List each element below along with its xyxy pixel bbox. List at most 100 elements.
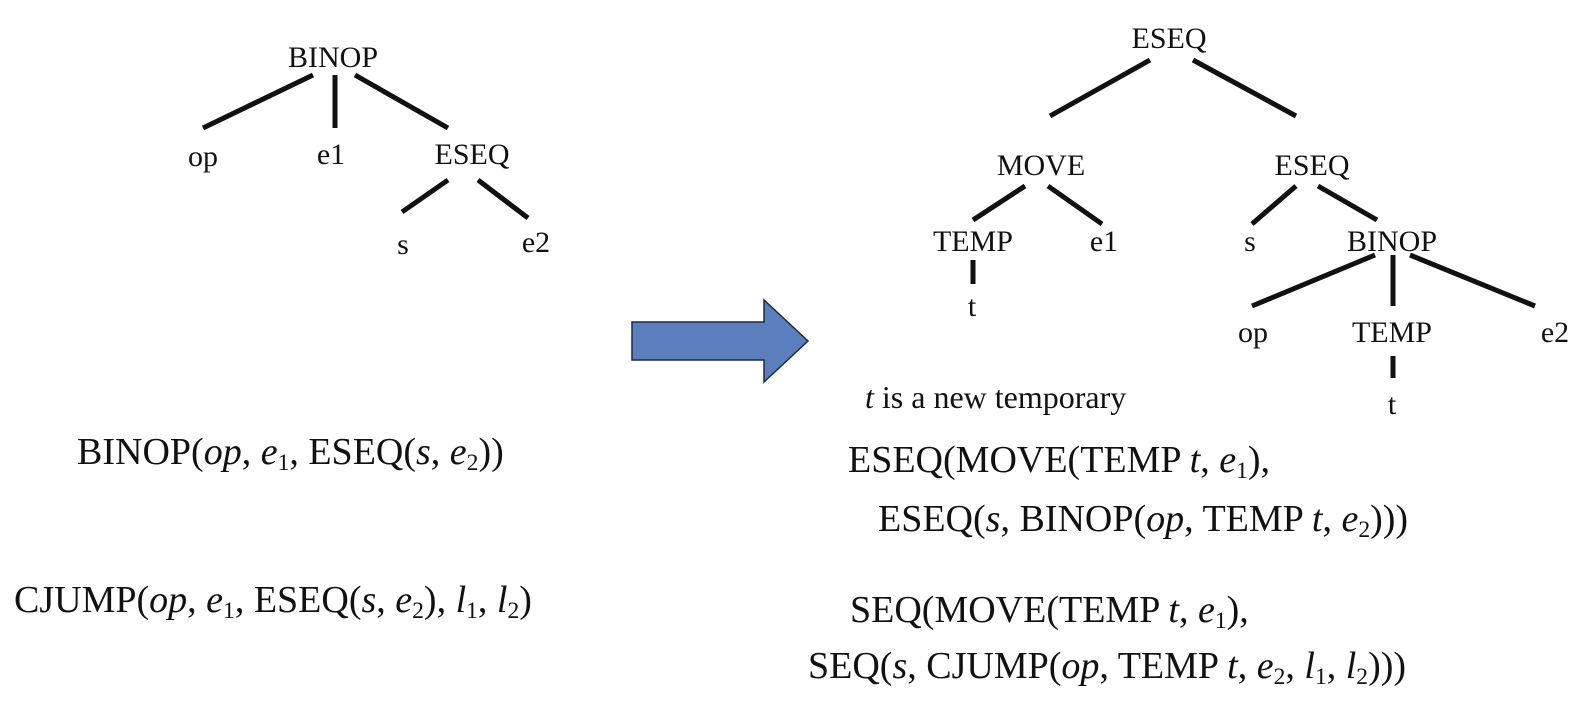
fx-s: s bbox=[985, 498, 1001, 540]
edge-eseq-eseq bbox=[1191, 57, 1298, 119]
formula-seq-line1: SEQ(MOVE(TEMP t, e1), bbox=[850, 588, 1249, 634]
fx-s: s bbox=[416, 431, 431, 473]
right-node-temp2: TEMP bbox=[1352, 316, 1432, 349]
formula-cjump: CJUMP(op, e1, ESEQ(s, e2), l1, l2) bbox=[14, 578, 532, 624]
right-node-eseq: ESEQ bbox=[1275, 149, 1350, 182]
note-var: t bbox=[865, 379, 874, 415]
formula-eseq-line1: ESEQ(MOVE(TEMP t, e1), bbox=[848, 438, 1271, 484]
fx-sep: , bbox=[1322, 498, 1342, 540]
fx-sep: , bbox=[477, 579, 497, 621]
fx-t: t bbox=[1189, 439, 1201, 481]
fx-sub: 1 bbox=[1314, 663, 1327, 690]
left-node-s: s bbox=[397, 228, 409, 261]
right-node-eseq-root: ESEQ bbox=[1132, 22, 1207, 55]
fx-sep: , bbox=[376, 579, 396, 621]
fx-s: s bbox=[361, 579, 377, 621]
left-node-e1: e1 bbox=[317, 138, 345, 171]
fx-tail: ))) bbox=[1368, 645, 1407, 687]
fx-e: e bbox=[260, 431, 278, 473]
formula-seq-line2: SEQ(s, CJUMP(op, TEMP t, e2, l1, l2))) bbox=[808, 644, 1407, 690]
fx-mid: , BINOP( bbox=[1000, 498, 1147, 540]
fx-tail: )) bbox=[478, 431, 504, 473]
fx-mid: , ESEQ( bbox=[289, 431, 416, 473]
edge-eseq-s bbox=[1250, 184, 1298, 226]
right-node-e1: e1 bbox=[1090, 225, 1118, 258]
fx-sub: 1 bbox=[1236, 457, 1248, 484]
fx-sub: 2 bbox=[1356, 663, 1369, 690]
fx-tail: ))) bbox=[1370, 498, 1409, 540]
edge-eseq-move bbox=[1048, 57, 1152, 119]
fx-t: t bbox=[1311, 498, 1323, 540]
fx-sub: 1 bbox=[1214, 607, 1227, 634]
formula-eseq-line2: ESEQ(s, BINOP(op, TEMP t, e2))) bbox=[878, 497, 1409, 543]
right-node-binop: BINOP bbox=[1347, 225, 1437, 258]
fx-tail: ), bbox=[1247, 439, 1271, 481]
fx-sub: 1 bbox=[466, 597, 478, 624]
right-tree-nodes: ESEQ MOVE ESEQ TEMP e1 s BINOP t op TEMP… bbox=[933, 22, 1569, 421]
right-node-e2: e2 bbox=[1541, 316, 1569, 349]
fx-op: op bbox=[1061, 645, 1100, 687]
fx-e: e bbox=[1256, 645, 1274, 687]
fx-sep: , bbox=[1237, 645, 1257, 687]
fx-sub: 2 bbox=[1358, 516, 1371, 543]
right-node-t2: t bbox=[1388, 388, 1397, 421]
note-text: is a new temporary bbox=[873, 379, 1127, 415]
right-tree-edges bbox=[970, 57, 1536, 378]
edge-binop-e2 bbox=[1409, 252, 1536, 309]
edge-eseq-e2 bbox=[476, 178, 530, 220]
fx-head: CJUMP( bbox=[14, 579, 150, 621]
fx-sep: , bbox=[1178, 589, 1198, 631]
fx-op: op bbox=[203, 431, 242, 473]
left-node-eseq: ESEQ bbox=[435, 138, 510, 171]
edge-move-temp bbox=[971, 183, 1027, 223]
fx-sep: , bbox=[241, 431, 261, 473]
formula-binop: BINOP(op, e1, ESEQ(s, e2)) bbox=[77, 430, 504, 476]
fx-mid: , CJUMP( bbox=[907, 645, 1062, 687]
fx-t: t bbox=[1227, 645, 1238, 687]
edge-binop-eseq bbox=[353, 72, 450, 131]
fx-e: e bbox=[1219, 439, 1237, 481]
fx-head: ESEQ(MOVE(TEMP bbox=[848, 439, 1190, 481]
fx-sep: , bbox=[1326, 645, 1346, 687]
fx-sub: 2 bbox=[412, 597, 424, 624]
fx-t: t bbox=[1168, 589, 1179, 631]
fx-sub: 1 bbox=[277, 449, 290, 476]
left-tree-edges bbox=[201, 72, 530, 220]
fx-e: e bbox=[395, 579, 413, 621]
right-node-t: t bbox=[968, 290, 977, 323]
fx-op: op bbox=[149, 579, 188, 621]
fx-sub: 2 bbox=[466, 449, 479, 476]
left-node-op: op bbox=[188, 140, 218, 173]
temporary-note: t is a new temporary bbox=[865, 379, 1126, 416]
transform-arrow bbox=[631, 298, 810, 384]
fx-sep: ), bbox=[423, 579, 456, 621]
fx-s: s bbox=[892, 645, 908, 687]
edge-binop-op bbox=[1251, 252, 1376, 309]
right-node-move: MOVE bbox=[997, 149, 1085, 182]
fx-e: e bbox=[449, 431, 467, 473]
fx-e: e bbox=[1341, 498, 1359, 540]
fx-sep: , bbox=[187, 579, 207, 621]
fx-l: l bbox=[1304, 645, 1315, 687]
fx-tail: ) bbox=[519, 579, 532, 621]
fx-e: e bbox=[1197, 589, 1215, 631]
fx-mid: , TEMP bbox=[1099, 645, 1228, 687]
right-node-temp: TEMP bbox=[933, 225, 1013, 258]
fx-head: BINOP( bbox=[77, 431, 204, 473]
edge-move-e1 bbox=[1046, 183, 1104, 227]
fx-l: l bbox=[1345, 645, 1357, 687]
fx-l: l bbox=[455, 579, 467, 621]
fx-mid: , TEMP bbox=[1184, 498, 1312, 540]
edge-eseq-s bbox=[400, 177, 450, 215]
left-node-e2: e2 bbox=[522, 226, 550, 259]
fx-e: e bbox=[206, 579, 224, 621]
fx-mid: , ESEQ( bbox=[234, 579, 362, 621]
left-node-binop: BINOP bbox=[288, 41, 378, 74]
right-node-op: op bbox=[1238, 316, 1268, 349]
right-node-s: s bbox=[1244, 225, 1256, 258]
fx-sub: 2 bbox=[1273, 663, 1286, 690]
fx-sub: 1 bbox=[223, 597, 235, 624]
fx-head: SEQ(MOVE(TEMP bbox=[850, 589, 1169, 631]
fx-sub: 2 bbox=[507, 597, 520, 624]
